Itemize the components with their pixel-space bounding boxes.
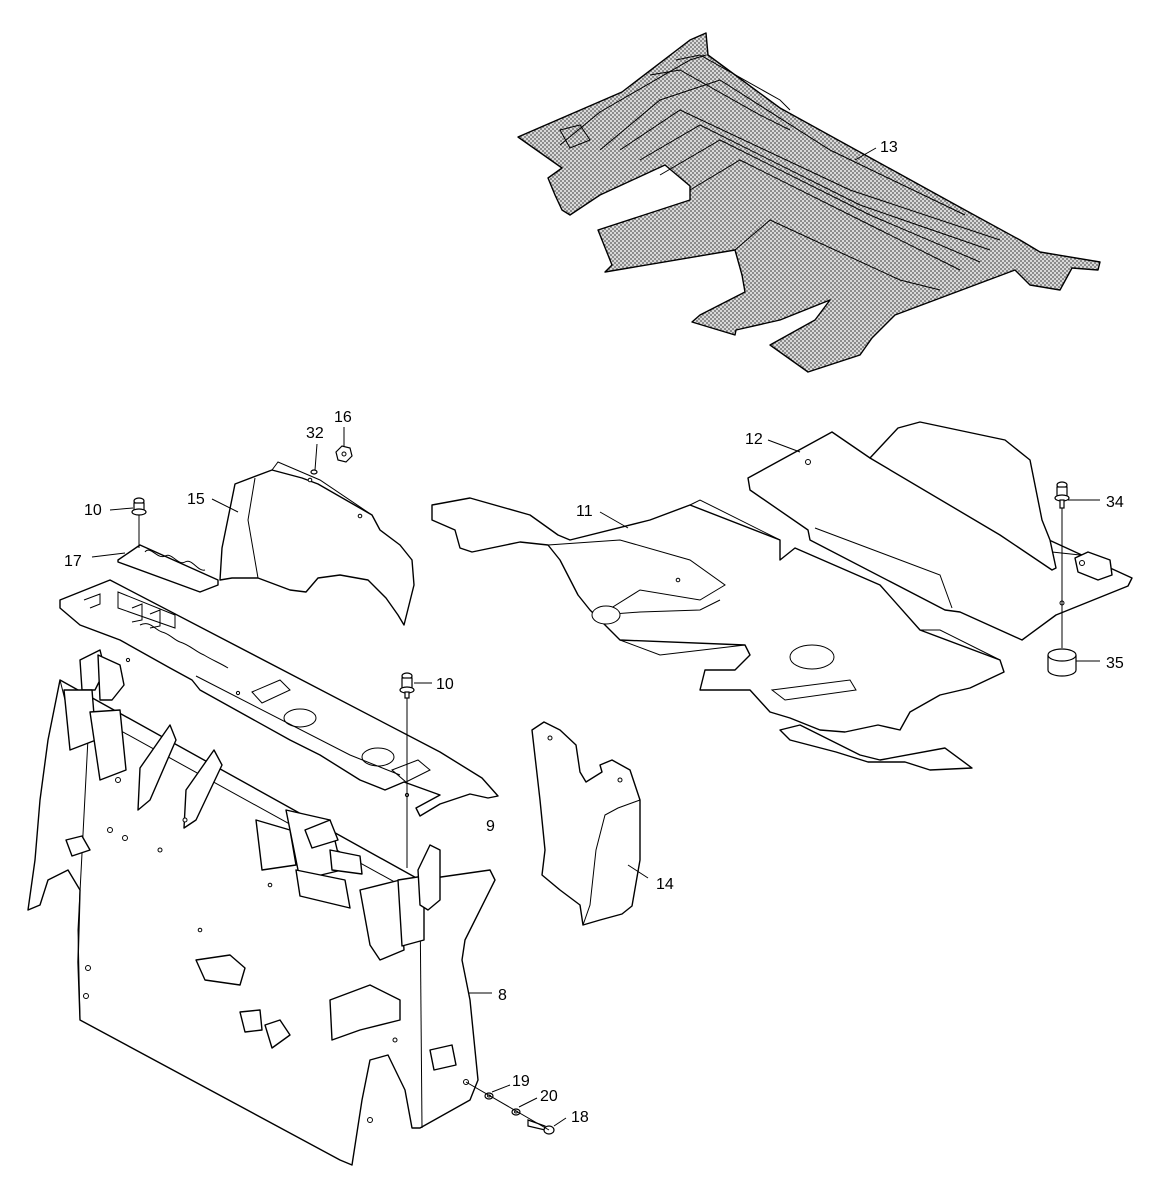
callout-19: 19 [512, 1073, 530, 1090]
callout-14: 14 [656, 876, 674, 893]
callout-labels: 13 12 11 15 32 16 10 17 10 34 35 9 14 8 … [64, 139, 1124, 1126]
leader-lines [91, 147, 1100, 1131]
callout-35: 35 [1106, 655, 1124, 672]
bolt-icon-10b [399, 672, 415, 699]
bolt-icon-10a [131, 497, 147, 548]
floor-support-11 [431, 497, 1005, 771]
guard-14 [531, 721, 641, 926]
callout-8: 8 [498, 987, 507, 1004]
callout-32: 32 [306, 425, 324, 442]
bolt-icon-34 [1054, 481, 1070, 509]
plate-17 [117, 544, 219, 593]
callout-20: 20 [540, 1088, 558, 1105]
callout-34: 34 [1106, 494, 1124, 511]
callout-11: 11 [576, 503, 593, 520]
callout-18: 18 [571, 1109, 589, 1126]
guard-15 [219, 461, 415, 626]
callout-10-top: 10 [84, 502, 102, 519]
callout-17: 17 [64, 553, 82, 570]
callout-10-mid: 10 [436, 676, 454, 693]
callout-9: 9 [486, 818, 495, 835]
spacer-icon-35 [1047, 648, 1077, 677]
seat-plate-12 [747, 421, 1133, 641]
callout-16: 16 [334, 409, 352, 426]
callout-15: 15 [187, 491, 205, 508]
bolt-icon-18 [527, 1119, 555, 1135]
rear-panel-8 [27, 649, 496, 1166]
callout-13: 13 [880, 139, 898, 156]
washer-icon-32 [310, 469, 318, 475]
callout-12: 12 [745, 431, 763, 448]
cross-plate-9 [59, 579, 499, 817]
nut-icon-16 [335, 445, 353, 463]
floor-mat-13 [517, 32, 1101, 373]
